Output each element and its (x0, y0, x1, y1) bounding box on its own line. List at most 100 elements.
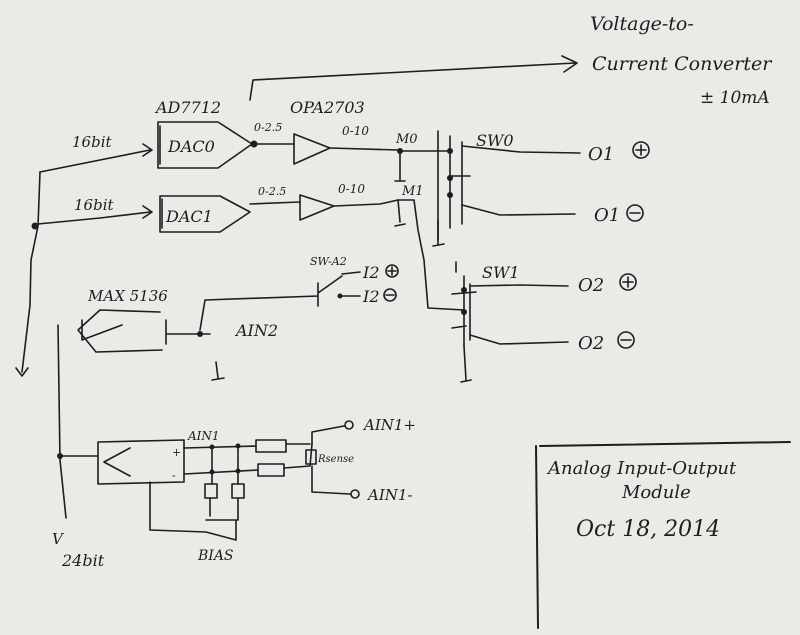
sw1-to-o2-plus (469, 284, 569, 287)
sw0-to-o1-plus (461, 145, 581, 154)
opamp1-range-label: 0-10 (338, 182, 365, 196)
dac1-to-opamp1-line (249, 201, 301, 205)
converter-note-line1: Voltage-to- (590, 13, 694, 35)
dac0-input-line (39, 143, 153, 173)
o2-minus-label: O2 (578, 333, 604, 354)
input-bus-line (15, 171, 41, 377)
bias-node-lower-right (235, 468, 241, 474)
m1-node-stub (394, 199, 406, 227)
ain2-label: AIN2 (234, 321, 278, 340)
sw1-ground-stub (460, 345, 472, 383)
dac1-range-label: 0-2.5 (258, 185, 286, 198)
o1-minus-label: O1 (594, 205, 620, 226)
sw0-node-low (447, 192, 453, 198)
resistor-lower (257, 463, 285, 477)
dac0-range-label: 0-2.5 (254, 121, 282, 134)
bias-node-lower-left (209, 469, 215, 475)
dac0-bits-label: 16bit (72, 133, 112, 151)
adc-upper-block (77, 309, 163, 353)
o1-plus-sign (635, 144, 647, 156)
sw1-node-top (461, 287, 467, 293)
bias-node-upper-left (209, 444, 215, 450)
sw1-node-mid (461, 309, 467, 315)
bias-label: BIAS (197, 548, 234, 564)
adc-part-label: MAX 5136 (87, 287, 168, 305)
opamp0-triangle (293, 133, 331, 165)
dac1-bits-label: 16bit (74, 196, 114, 214)
dac0-part-label: AD7712 (154, 98, 221, 117)
sw0-node-top (447, 148, 453, 154)
o2-plus-sign (622, 276, 634, 288)
o1-minus-terminal[interactable] (626, 204, 644, 222)
o2-plus-terminal[interactable] (619, 273, 637, 291)
ain1-minus-label: AIN1- (366, 486, 413, 504)
sw1-contacts (451, 261, 477, 347)
sw0-ground-stub (432, 219, 445, 247)
ain2-node (197, 331, 203, 337)
i2-minus-terminal[interactable] (383, 288, 397, 302)
bias-resistor-left (204, 483, 218, 499)
m0-ground-stub (394, 150, 406, 182)
sw0-label: SW0 (476, 131, 514, 150)
o1-plus-terminal[interactable] (632, 141, 650, 159)
opamp1-triangle (299, 194, 335, 221)
converter-note-line2: Current Converter (592, 53, 773, 75)
opamp0-range-label: 0-10 (342, 124, 369, 138)
bias-node-upper-right (235, 443, 241, 449)
ain2-line (165, 319, 211, 345)
sw1-to-o2-minus (469, 334, 569, 345)
sw0-to-o1-minus (461, 204, 576, 216)
sw1-label: SW1 (482, 263, 520, 282)
dac0-block (157, 121, 253, 169)
ain1-plus-label: AIN1+ (362, 416, 416, 434)
i2-minus-label: I2 (362, 287, 380, 306)
converter-arrow (249, 55, 578, 101)
dac1-block (159, 195, 251, 233)
i2-plus-sign (387, 266, 397, 276)
converter-note-range: ± 10mA (700, 88, 770, 108)
ain1-minus-sign: - (172, 469, 176, 482)
adc-bits-label: 24bit (61, 551, 105, 570)
adc-lower-block (59, 439, 185, 485)
title-line1: Analog Input-Output (546, 458, 737, 479)
o1-plus-label: O1 (588, 144, 614, 165)
sw0-contacts (437, 130, 471, 241)
ain2-ground-stub (211, 361, 225, 381)
rsense-to-ain1-plus (311, 425, 345, 445)
dac0-label: DAC0 (167, 137, 215, 156)
mux-m0-label: M0 (395, 132, 418, 147)
sw-a2-label: SW-A2 (310, 255, 347, 268)
title-block-border (535, 441, 791, 629)
converter-note: Voltage-to- Current Converter ± 10mA (590, 13, 773, 108)
sense-network-wires (149, 443, 313, 541)
title-date: Oct 18, 2014 (576, 517, 720, 542)
adc-output-line (57, 324, 67, 519)
dac1-label: DAC1 (165, 207, 213, 226)
opamp-part-label: OPA2703 (290, 98, 365, 117)
rsense-to-ain1-minus (311, 465, 351, 495)
i2-plus-label: I2 (362, 263, 380, 282)
ain1-minus-terminal[interactable] (350, 489, 360, 499)
m1-to-sw1-line (397, 199, 465, 311)
adc-v-label: V (52, 530, 65, 548)
o2-minus-terminal[interactable] (617, 331, 635, 349)
ain1-plus-sign: + (172, 446, 181, 459)
ain1-plus-terminal[interactable] (344, 420, 354, 430)
opamp1-output-line (333, 199, 399, 207)
resistor-upper (255, 439, 287, 453)
i2-plus-terminal[interactable] (385, 264, 399, 278)
bias-resistor-right (231, 483, 245, 499)
o2-plus-label: O2 (578, 275, 604, 296)
mux-m1-label: M1 (401, 184, 424, 199)
ain1-label: AIN1 (187, 429, 220, 443)
rsense-resistor (305, 449, 317, 465)
dac1-input-line (37, 205, 153, 225)
opamp0-output-line (329, 147, 399, 151)
bus-junction-dot (31, 222, 39, 230)
title-line2: Module (621, 482, 691, 503)
sw-a2-line (199, 271, 361, 331)
sw0-node-mid (447, 175, 453, 181)
rsense-label: Rsense (317, 454, 354, 465)
